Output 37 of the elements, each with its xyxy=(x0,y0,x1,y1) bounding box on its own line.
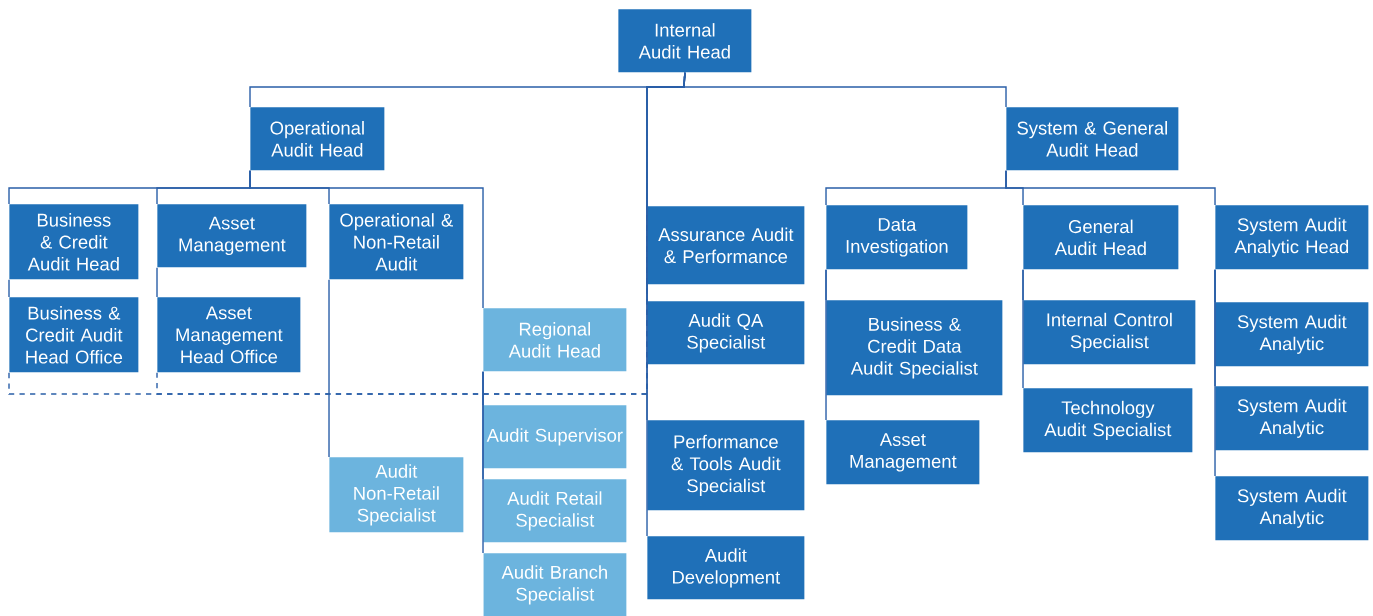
position-box: System & General Audit Head xyxy=(1006,107,1179,171)
connector-line xyxy=(1022,269,1024,389)
position-box: System Audit Analytic Head xyxy=(1215,205,1369,270)
position-box: Asset Management Head Office xyxy=(157,297,301,373)
position-box: Audit QA Specialist xyxy=(647,301,805,365)
connector-line xyxy=(482,371,484,554)
position-box: Audit Non-Retail Specialist xyxy=(329,457,464,533)
connector-line xyxy=(328,279,330,458)
position-box: Business & Credit Audit Head xyxy=(9,204,139,280)
position-box: Business & Credit Audit Head Office xyxy=(9,297,139,373)
connector-line xyxy=(1214,269,1216,477)
position-box: General Audit Head xyxy=(1023,205,1179,270)
position-box: System Audit Analytic xyxy=(1215,386,1369,451)
position-box: System Audit Analytic xyxy=(1215,302,1369,367)
position-box: Audit Development xyxy=(647,536,805,600)
connector-line xyxy=(8,279,10,298)
position-box: Technology Audit Specialist xyxy=(1023,388,1193,453)
position-box: Audit Retail Specialist xyxy=(483,479,627,543)
connector-line xyxy=(249,170,484,309)
position-box: Asset Management xyxy=(826,420,980,485)
position-box: Audit Branch Specialist xyxy=(483,553,627,616)
position-box: System Audit Analytic xyxy=(1215,476,1369,541)
position-box: Performance & Tools Audit Specialist xyxy=(647,420,805,511)
position-box: Audit Supervisor xyxy=(483,405,627,469)
position-box: Operational Audit Head xyxy=(250,107,385,171)
position-box: Regional Audit Head xyxy=(483,308,627,372)
dashed-connector xyxy=(156,72,686,395)
position-box: Internal Audit Head xyxy=(618,9,752,73)
position-box: Internal Control Specialist xyxy=(1023,300,1196,365)
connector-line xyxy=(825,269,827,421)
connector-line xyxy=(156,267,158,298)
connector-line xyxy=(1005,170,1216,206)
position-box: Assurance Audit & Performance xyxy=(647,206,805,285)
position-box: Data Investigation xyxy=(826,205,968,270)
position-box: Business & Credit Data Audit Specialist xyxy=(826,300,1003,396)
position-box: Operational & Non-Retail Audit xyxy=(329,204,464,280)
position-box: Asset Management xyxy=(157,204,307,268)
